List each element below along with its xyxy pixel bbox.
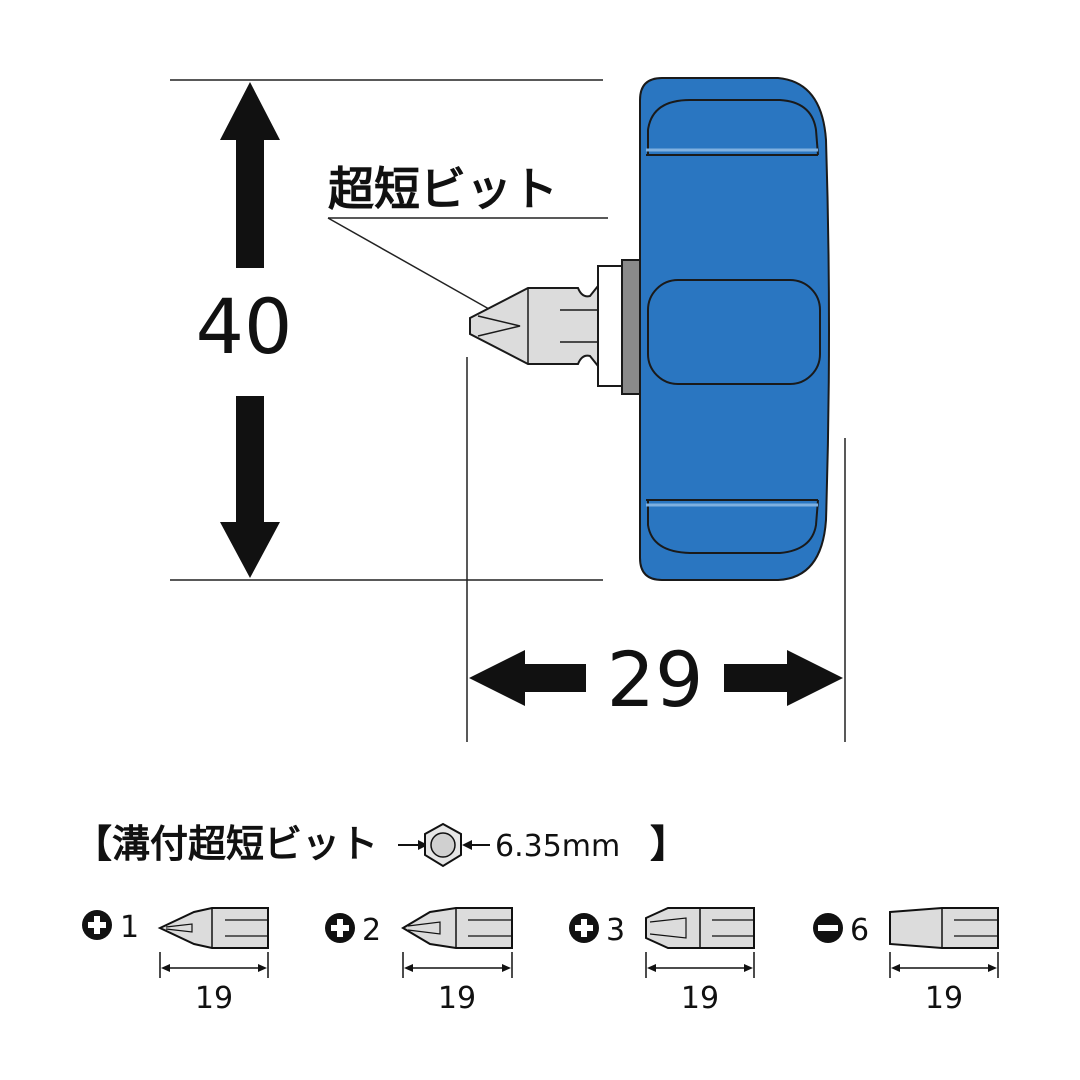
- plus-symbol-v: [337, 919, 343, 937]
- handle-top-grip: [647, 99, 819, 156]
- bit-size: 6: [850, 913, 869, 948]
- minus-symbol-h: [818, 925, 838, 931]
- bit-drawing: [157, 907, 269, 949]
- bit-set-title-close: 】: [650, 822, 688, 866]
- height-dimension: 40: [170, 79, 603, 581]
- length-arrow-right: [258, 964, 267, 972]
- bit-leader-line: [327, 217, 513, 323]
- bit-item-minus-6: 6 19: [813, 907, 999, 1016]
- length-arrow-right: [988, 964, 997, 972]
- bit-item-plus-2: 2 19: [325, 907, 513, 1016]
- bit-tip-groove: [649, 917, 687, 939]
- bit-tip-groove: [165, 923, 193, 933]
- width-arrow-left: [469, 650, 586, 706]
- handle-bottom-grip: [647, 499, 819, 554]
- length-arrow-left: [161, 964, 170, 972]
- width-value: 29: [607, 635, 704, 724]
- bit-item-plus-1: 1 19: [82, 907, 269, 1016]
- bit-length: 19: [195, 981, 233, 1016]
- height-value: 40: [196, 282, 293, 371]
- bit-tip-groove: [407, 921, 441, 935]
- handle-body: [639, 77, 830, 581]
- width-dimension: 29: [466, 357, 846, 742]
- bit-item-plus-3: 3 19: [569, 907, 755, 1016]
- length-arrow-left: [404, 964, 413, 972]
- width-arrow-right: [724, 650, 843, 706]
- shaft-assembly: [597, 259, 641, 395]
- height-arrow-down: [220, 396, 280, 578]
- bit-set-title: 【溝付超短ビット: [74, 822, 378, 866]
- main-bit-tip-groove: [477, 315, 521, 337]
- collar: [621, 259, 641, 395]
- bit-set-header: 【溝付超短ビット 6.35mm 】: [74, 822, 688, 868]
- main-bit: [469, 283, 599, 369]
- length-arrow-right: [502, 964, 511, 972]
- plus-symbol-v: [94, 916, 100, 934]
- plus-symbol-v: [581, 919, 587, 937]
- length-arrow-right: [744, 964, 753, 972]
- bit-label: 超短ビット: [328, 162, 558, 216]
- bit-size: 1: [120, 910, 139, 945]
- bit-length: 19: [438, 981, 476, 1016]
- length-arrow-left: [891, 964, 900, 972]
- handle: [639, 77, 830, 581]
- height-arrow-up: [220, 82, 280, 268]
- handle-middle-grip: [647, 279, 821, 385]
- bit-drawing: [401, 907, 513, 949]
- socket: [597, 265, 623, 387]
- bit-drawing: [889, 907, 999, 949]
- length-arrow-left: [647, 964, 656, 972]
- hex-right-arrowhead: [462, 840, 472, 850]
- bit-size: 2: [362, 913, 381, 948]
- hex-shank-inner: [430, 832, 456, 858]
- bit-length: 19: [681, 981, 719, 1016]
- hex-size: 6.35mm: [495, 829, 620, 864]
- bit-callout: 超短ビット: [327, 162, 608, 323]
- bit-length: 19: [925, 981, 963, 1016]
- bit-size: 3: [606, 913, 625, 948]
- hex-left-arrowhead: [418, 840, 428, 850]
- main-bit-body: [469, 283, 599, 369]
